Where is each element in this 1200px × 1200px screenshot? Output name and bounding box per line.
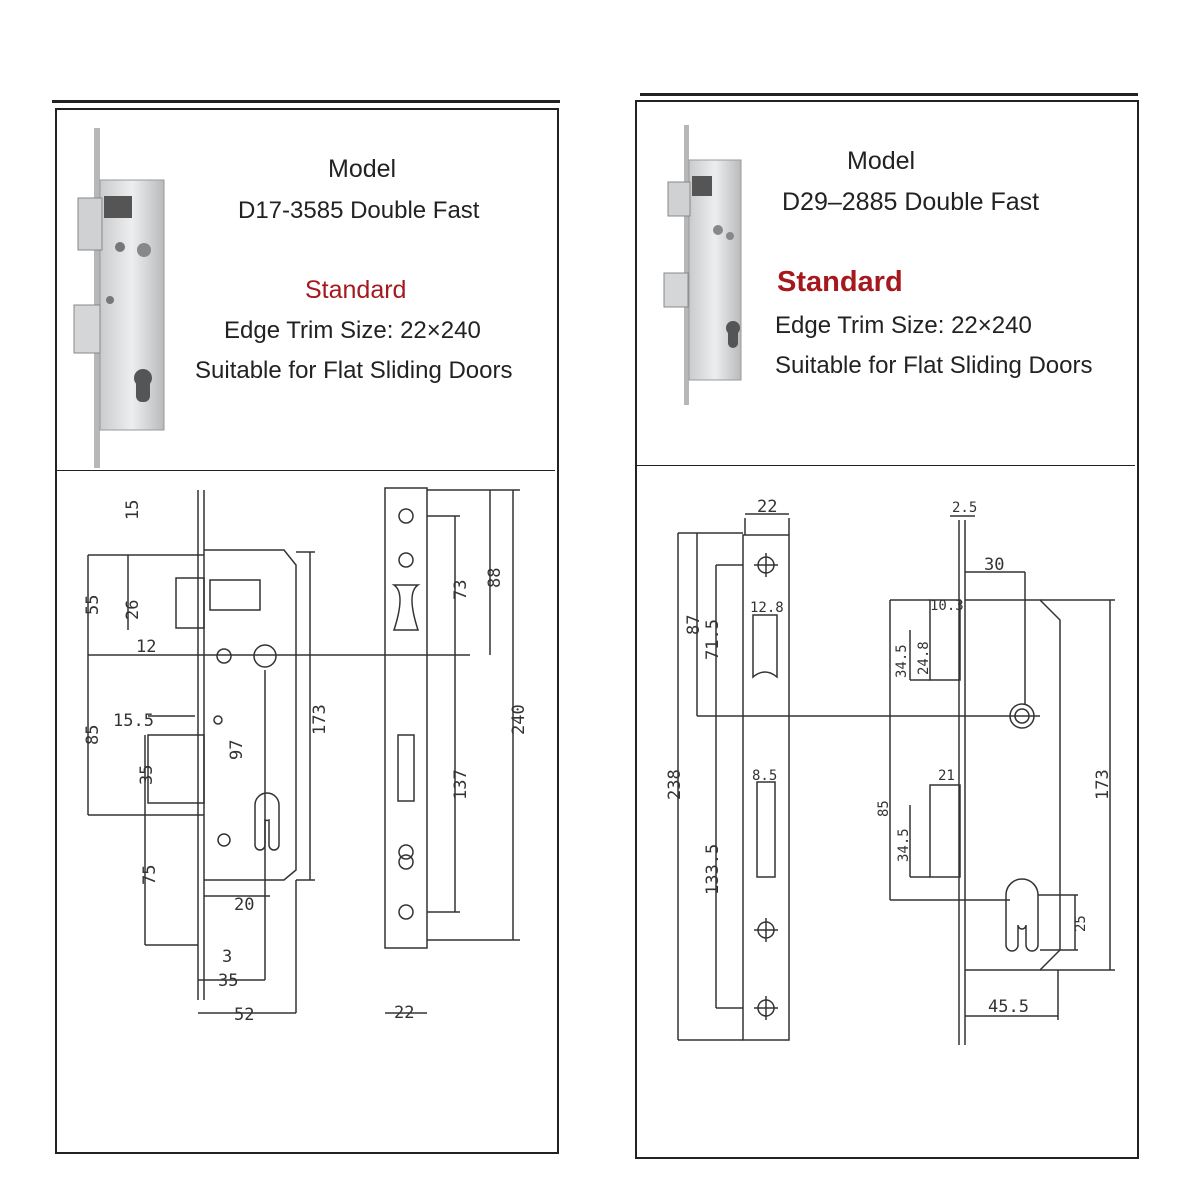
dim-85: 85 <box>876 800 892 817</box>
dim-12-8: 12.8 <box>750 600 784 616</box>
dim-85: 85 <box>83 725 103 745</box>
left-dimension-labels: 15 55 26 12 85 15.5 35 97 75 20 3 35 52 … <box>83 500 529 1025</box>
left-edge-trim: Edge Trim Size: 22×240 <box>224 317 481 344</box>
left-standard-label: Standard <box>305 276 407 304</box>
right-edge-trim: Edge Trim Size: 22×240 <box>775 312 1032 339</box>
dim-34-5-upper: 34.5 <box>894 644 910 678</box>
dim-12: 12 <box>136 637 156 657</box>
dim-137: 137 <box>451 769 471 800</box>
dim-35-vertical: 35 <box>137 765 157 785</box>
dim-30: 30 <box>984 555 1004 575</box>
dim-26: 26 <box>123 600 143 620</box>
dim-21: 21 <box>938 768 955 784</box>
left-model-label: Model <box>328 155 397 183</box>
dim-20: 20 <box>234 895 254 915</box>
dim-173: 173 <box>1093 769 1113 800</box>
dim-240: 240 <box>509 704 529 735</box>
dim-45-5: 45.5 <box>988 997 1029 1017</box>
dim-133-5: 133.5 <box>703 844 723 895</box>
right-standard-label: Standard <box>777 266 903 298</box>
dim-25: 25 <box>1073 915 1089 932</box>
dim-75: 75 <box>140 865 160 885</box>
dim-73: 73 <box>451 580 471 600</box>
right-top-rule <box>640 93 1138 96</box>
dim-24-8: 24.8 <box>916 641 932 675</box>
dim-238: 238 <box>665 769 685 800</box>
left-suitable: Suitable for Flat Sliding Doors <box>195 357 513 384</box>
right-dimension-labels: 22 238 87 71.5 12.8 8.5 133.5 2.5 30 10.… <box>665 497 1113 1017</box>
right-model-label: Model <box>847 147 916 175</box>
dim-97: 97 <box>227 740 247 760</box>
right-panel-divider <box>635 465 1135 466</box>
dim-22-top: 22 <box>757 497 777 517</box>
dim-8-5: 8.5 <box>752 768 777 784</box>
dim-52: 52 <box>234 1005 254 1025</box>
dim-2-5: 2.5 <box>952 500 977 516</box>
right-technical-drawing <box>677 513 1115 1045</box>
left-panel-divider <box>55 470 555 471</box>
dim-3: 3 <box>222 947 232 967</box>
dim-173: 173 <box>310 704 330 735</box>
left-top-rule <box>52 100 560 103</box>
left-model-name: D17-3585 Double Fast <box>238 197 480 224</box>
dim-55: 55 <box>83 595 103 615</box>
left-lock-photo <box>73 128 165 468</box>
dim-71-5: 71.5 <box>703 619 723 660</box>
right-model-name: D29–2885 Double Fast <box>782 188 1040 216</box>
right-suitable: Suitable for Flat Sliding Doors <box>775 352 1093 379</box>
dim-10-3: 10.3 <box>930 598 964 614</box>
dim-88: 88 <box>485 568 505 588</box>
dim-15-5: 15.5 <box>113 711 154 731</box>
dim-22: 22 <box>394 1003 414 1023</box>
dim-35-horizontal: 35 <box>218 971 238 991</box>
dim-34-5-lower: 34.5 <box>896 828 912 862</box>
dim-15: 15 <box>123 500 143 520</box>
left-technical-drawing <box>87 487 520 1014</box>
right-lock-photo <box>663 125 742 405</box>
dim-87: 87 <box>684 615 704 635</box>
